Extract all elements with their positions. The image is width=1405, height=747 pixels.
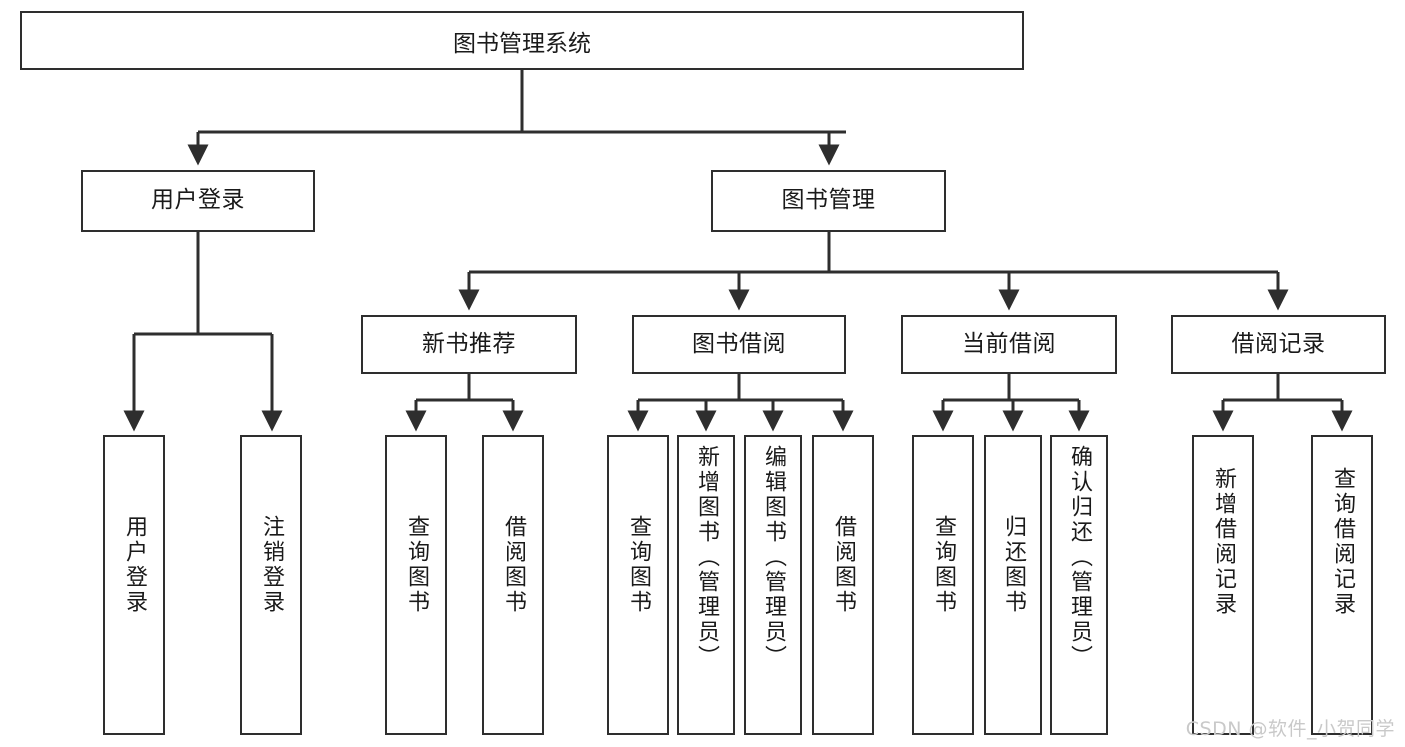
node-book-borrow[interactable]: 图书借阅	[632, 315, 846, 374]
leaf-borrow-book[interactable]: 借阅图书	[812, 435, 874, 735]
node-label: 查询图书	[930, 515, 956, 615]
node-label: 查询借阅记录	[1329, 467, 1355, 617]
node-root[interactable]: 图书管理系统	[20, 11, 1024, 70]
node-label: 借阅记录	[1231, 330, 1326, 357]
node-label: 当前借阅	[962, 330, 1056, 357]
leaf-edit-book-admin[interactable]: 编辑图书（管理员）	[744, 435, 802, 735]
node-book-management[interactable]: 图书管理	[711, 170, 946, 232]
leaf-add-book-admin[interactable]: 新增图书（管理员）	[677, 435, 735, 735]
node-current-borrow[interactable]: 当前借阅	[901, 315, 1117, 374]
node-label: 借阅图书	[830, 515, 856, 615]
node-label: 新增图书（管理员）	[693, 445, 719, 670]
node-new-book-recommend[interactable]: 新书推荐	[361, 315, 577, 374]
node-label: 编辑图书（管理员）	[760, 445, 786, 670]
node-label: 注销登录	[258, 515, 284, 615]
node-label: 用户登录	[151, 187, 245, 214]
leaf-query-book-current[interactable]: 查询图书	[912, 435, 974, 735]
leaf-query-book-recommend[interactable]: 查询图书	[385, 435, 447, 735]
node-user-login[interactable]: 用户登录	[81, 170, 315, 232]
node-label: 归还图书	[1000, 515, 1026, 615]
node-label: 图书管理系统	[453, 30, 591, 57]
node-label: 新书推荐	[422, 330, 516, 357]
leaf-confirm-return-admin[interactable]: 确认归还（管理员）	[1050, 435, 1108, 735]
leaf-query-book-borrow[interactable]: 查询图书	[607, 435, 669, 735]
leaf-user-logout[interactable]: 注销登录	[240, 435, 302, 735]
leaf-user-login[interactable]: 用户登录	[103, 435, 165, 735]
leaf-borrow-book-recommend[interactable]: 借阅图书	[482, 435, 544, 735]
node-label: 查询图书	[625, 515, 651, 615]
node-label: 新增借阅记录	[1210, 467, 1236, 617]
node-label: 图书管理	[781, 187, 876, 214]
leaf-query-borrow-record[interactable]: 查询借阅记录	[1311, 435, 1373, 735]
node-label: 借阅图书	[500, 515, 526, 615]
node-label: 查询图书	[403, 515, 429, 615]
node-borrow-records[interactable]: 借阅记录	[1171, 315, 1386, 374]
leaf-return-book[interactable]: 归还图书	[984, 435, 1042, 735]
node-label: 确认归还（管理员）	[1066, 445, 1092, 670]
watermark: CSDN @软件_小贺同学	[1185, 718, 1395, 740]
node-label: 图书借阅	[692, 330, 786, 357]
leaf-add-borrow-record[interactable]: 新增借阅记录	[1192, 435, 1254, 735]
node-label: 用户登录	[121, 515, 147, 615]
